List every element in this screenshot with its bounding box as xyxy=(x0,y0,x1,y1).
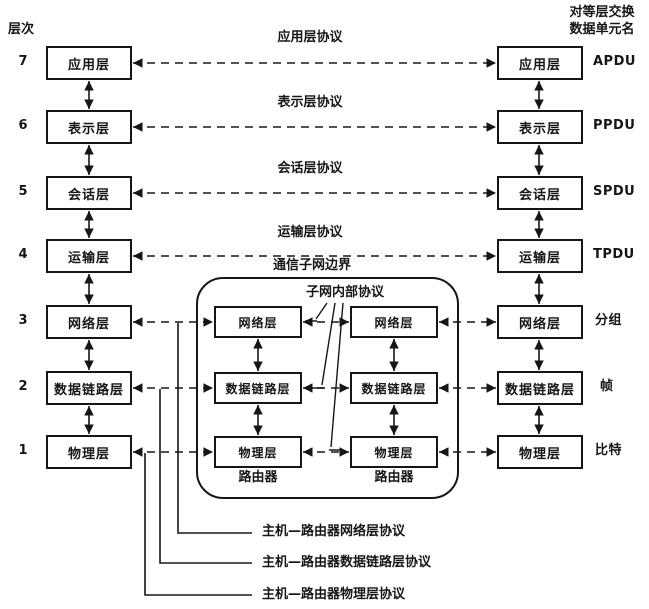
router2-layer-datalink: 数据链路层 xyxy=(350,372,438,404)
left-host-layer-physical: 物理层 xyxy=(46,435,132,469)
left-host-layer-application: 应用层 xyxy=(46,46,132,80)
right-host-layer-transport: 运输层 xyxy=(497,239,583,273)
host-router-datalink-protocol-label: 主机—路由器数据链路层协议 xyxy=(262,555,432,570)
left-host-layer-datalink: 数据链路层 xyxy=(46,371,132,405)
left-host-layer-session: 会话层 xyxy=(46,176,132,210)
left-host-layer-network: 网络层 xyxy=(46,305,132,339)
host-router-network-protocol-label: 主机—路由器网络层协议 xyxy=(262,524,406,539)
right-host-layer-network: 网络层 xyxy=(497,305,583,339)
right-host-layer-application: 应用层 xyxy=(497,46,583,80)
left-host-layer-presentation: 表示层 xyxy=(46,110,132,144)
right-host-layer-session: 会话层 xyxy=(497,176,583,210)
protocol-label-application: 应用层协议 xyxy=(277,30,343,45)
right-host-layer-physical: 物理层 xyxy=(497,435,583,469)
protocol-label-transport: 运输层协议 xyxy=(277,225,343,240)
router1-caption: 路由器 xyxy=(238,470,278,485)
protocol-label-presentation: 表示层协议 xyxy=(277,95,343,110)
peer-exchange-header-line2: 数据单元名 xyxy=(569,22,635,37)
pdu-name-ppdu: PPDU xyxy=(593,118,636,133)
layer-number-4: 4 xyxy=(18,247,28,262)
layer-number-5: 5 xyxy=(18,184,28,199)
router2-layer-physical: 物理层 xyxy=(350,436,438,468)
left-host-layer-transport: 运输层 xyxy=(46,239,132,273)
layer-number-6: 6 xyxy=(18,118,28,133)
right-host-layer-datalink: 数据链路层 xyxy=(497,371,583,405)
router1-layer-physical: 物理层 xyxy=(214,436,302,468)
layer-number-3: 3 xyxy=(18,313,28,328)
protocol-label-session: 会话层协议 xyxy=(277,161,343,176)
peer-exchange-header-line1: 对等层交换 xyxy=(569,5,635,20)
pdu-name-tpdu: TPDU xyxy=(593,247,635,262)
right-host-layer-presentation: 表示层 xyxy=(497,110,583,144)
router2-layer-network: 网络层 xyxy=(350,306,438,338)
pdu-name-bit: 比特 xyxy=(595,443,623,458)
pdu-name-spdu: SPDU xyxy=(593,184,636,199)
pdu-name-frame: 帧 xyxy=(600,379,614,394)
pdu-name-apdu: APDU xyxy=(593,54,636,69)
peer-protocol-lines xyxy=(133,58,496,261)
subnet-boundary-outline xyxy=(196,277,459,499)
router2-caption: 路由器 xyxy=(374,470,414,485)
pdu-name-packet: 分组 xyxy=(595,313,623,328)
subnet-boundary-label: 通信子网边界 xyxy=(272,258,351,273)
layer-number-2: 2 xyxy=(18,379,28,394)
subnet-internal-protocol-label: 子网内部协议 xyxy=(305,285,384,300)
layer-axis-title: 层次 xyxy=(8,22,35,37)
leader-lines xyxy=(144,323,252,596)
layer-interface-arrows xyxy=(84,81,544,435)
internal-protocol-pointers xyxy=(305,302,344,451)
host-router-physical-protocol-label: 主机—路由器物理层协议 xyxy=(262,587,406,602)
router1-layer-network: 网络层 xyxy=(214,306,302,338)
lower-layer-links xyxy=(133,317,496,457)
router1-layer-datalink: 数据链路层 xyxy=(214,372,302,404)
layer-number-1: 1 xyxy=(18,443,28,458)
layer-number-7: 7 xyxy=(18,54,28,69)
